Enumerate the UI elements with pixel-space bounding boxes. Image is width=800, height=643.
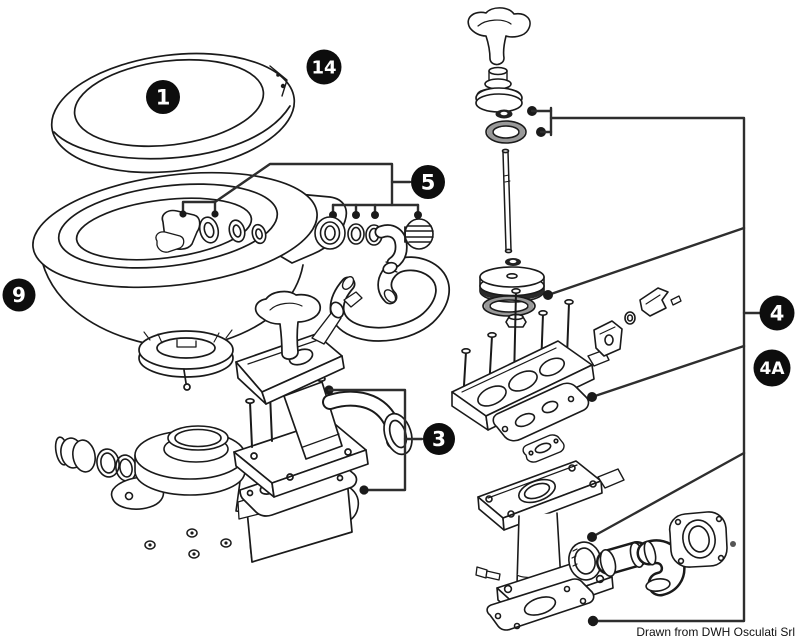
credit-text: Drawn from DWH Osculati Srl [636, 625, 795, 639]
large-o-ring [485, 120, 527, 144]
callout-4a-badge: 4A [753, 349, 791, 387]
callout-1-badge: 1 [146, 80, 180, 114]
callout-4a-label: 4A [760, 359, 786, 379]
base-gasket [486, 578, 595, 631]
callout-3-leader [324, 385, 424, 495]
callout-14-badge: 14 [306, 49, 342, 85]
outlet-elbow-parts [568, 511, 736, 597]
callout-5-label: 5 [421, 171, 436, 195]
toilet-bowl [32, 171, 348, 391]
callout-5-leader [179, 162, 422, 219]
callout-4-leader [527, 106, 762, 627]
callout-1-label: 1 [156, 86, 171, 110]
manual-pump-assembly [233, 290, 413, 563]
callout-4-label: 4 [770, 302, 785, 326]
toilet-lid [50, 52, 296, 174]
piston-knob [475, 66, 523, 113]
callout-4-badge: 4 [759, 295, 795, 331]
small-gasket [522, 434, 565, 463]
piston-o-ring [482, 295, 536, 317]
callout-3-label: 3 [432, 427, 446, 451]
callout-9-label: 9 [12, 283, 26, 307]
callout-14-label: 14 [311, 57, 336, 78]
pump-cover-gasket [492, 382, 590, 442]
pump-exploded-view [451, 7, 736, 631]
callout-5-badge: 5 [411, 165, 445, 199]
callout-3-badge: 3 [423, 423, 455, 455]
bowl-fittings [155, 209, 267, 253]
small-seal-ring [495, 109, 513, 119]
callout-5-parts [314, 216, 434, 275]
callout-9-badge: 9 [2, 278, 36, 312]
mounting-nuts [144, 528, 232, 559]
valve-lever-parts [593, 287, 682, 357]
piston-disc [479, 266, 545, 303]
piston-rod [501, 148, 513, 254]
pump-handle-grip [467, 7, 531, 66]
